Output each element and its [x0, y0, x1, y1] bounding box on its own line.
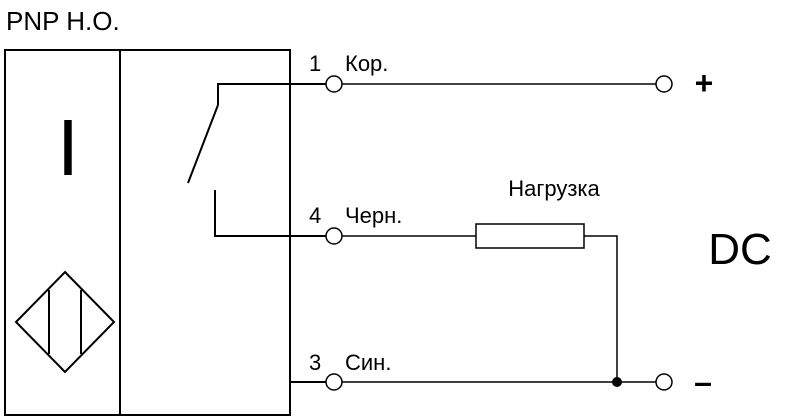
sensor-outline	[4, 49, 291, 416]
load-resistor	[475, 223, 585, 249]
terminal-1-label: Кор.	[345, 51, 388, 76]
load-label: Нагрузка	[508, 176, 600, 201]
sensor-body: I	[4, 49, 291, 416]
negative-sign: –	[694, 364, 712, 400]
negative-supply-terminal	[655, 373, 673, 391]
terminal-4-label: Черн.	[345, 203, 402, 228]
terminal-1-line: 1 Кор. +	[290, 51, 713, 101]
terminal-3-number: 3	[309, 350, 321, 375]
diagram-title: PNP Н.О.	[6, 6, 120, 36]
terminal-1-connector	[325, 75, 343, 93]
positive-supply-terminal	[655, 75, 673, 93]
terminal-4-number: 4	[309, 203, 321, 228]
positive-sign: +	[695, 65, 714, 101]
terminal-4-line: 4 Черн. Нагрузка	[290, 176, 618, 382]
junction-dot	[612, 377, 622, 387]
terminal-3-line: 3 Син. –	[290, 350, 712, 400]
terminal-3-connector	[325, 373, 343, 391]
terminal-3-label: Син.	[345, 350, 391, 375]
switch-contact	[187, 83, 290, 237]
terminal-1-number: 1	[309, 51, 321, 76]
supply-label: DC	[708, 225, 772, 274]
terminal-4-connector	[325, 227, 343, 245]
sensor-symbol: I	[57, 103, 79, 192]
inductive-sensor-icon	[14, 270, 116, 374]
